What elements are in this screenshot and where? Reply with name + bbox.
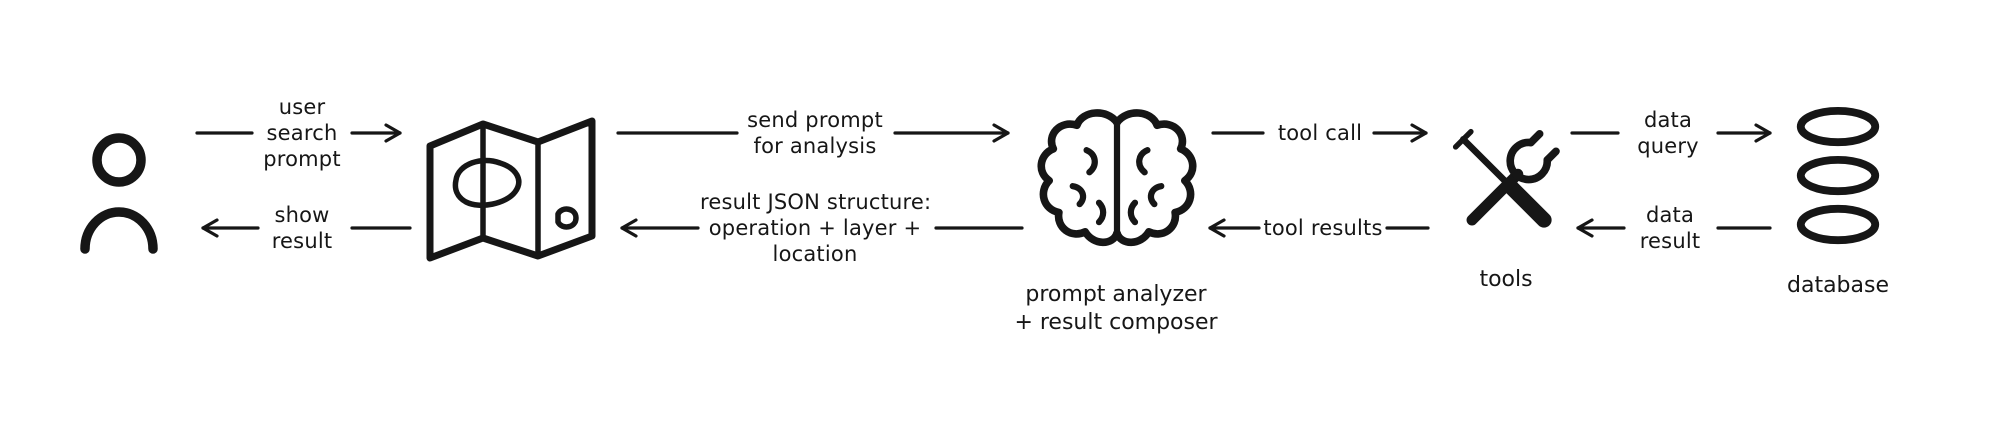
edge-label-line: data — [1645, 203, 1695, 227]
edge-label-line: for analysis — [753, 134, 877, 158]
edge-label-line: tool call — [1277, 121, 1363, 145]
edge-label-line: show — [274, 203, 330, 227]
arrow-database-to-tools — [1576, 218, 1772, 238]
edge-label-line: location — [772, 242, 858, 266]
edge-label-user-to-map: user search prompt — [240, 94, 364, 172]
brain-icon — [1037, 109, 1197, 247]
edge-label-line: search — [266, 121, 338, 145]
database-caption: database — [1776, 272, 1900, 300]
edge-label-tools-to-analyzer: tool results — [1262, 215, 1384, 241]
arrow-tools-to-analyzer — [1208, 218, 1430, 238]
arrow-analyzer-to-tools — [1211, 123, 1428, 143]
edge-label-line: user — [278, 95, 326, 119]
edge-label-tools-to-database: data query — [1620, 107, 1716, 159]
analyzer-caption: prompt analyzer + result composer — [1006, 281, 1226, 337]
arrow-analyzer-to-map — [620, 218, 1024, 238]
database-caption-line: database — [1787, 273, 1889, 298]
arrow-user-to-map — [195, 123, 402, 143]
tools-caption-line: tools — [1479, 267, 1533, 292]
edge-label-analyzer-to-map: result JSON structure: operation + layer… — [700, 189, 932, 267]
analyzer-caption-line: prompt analyzer — [1025, 282, 1207, 307]
edge-label-database-to-tools: data result — [1622, 202, 1718, 254]
tools-icon — [1452, 128, 1560, 228]
edge-label-map-to-user: show result — [250, 202, 354, 254]
edge-label-line: result — [1639, 229, 1701, 253]
edge-label-analyzer-to-tools: tool call — [1266, 120, 1374, 146]
edge-label-line: prompt — [263, 147, 341, 171]
edge-label-line: send prompt — [747, 108, 883, 132]
arrow-map-to-analyzer — [616, 123, 1010, 143]
tools-caption: tools — [1446, 266, 1566, 294]
map-icon — [426, 117, 596, 262]
analyzer-caption-line: + result composer — [1014, 310, 1218, 335]
edge-label-line: tool results — [1263, 216, 1383, 240]
edge-label-line: result — [271, 229, 333, 253]
edge-label-line: operation + layer + — [708, 216, 922, 240]
edge-label-line: data — [1643, 108, 1693, 132]
edge-label-line: query — [1637, 134, 1699, 158]
edge-label-line: result JSON structure: — [700, 190, 932, 214]
person-icon — [80, 133, 158, 254]
edge-label-map-to-analyzer: send prompt for analysis — [738, 107, 892, 159]
arrow-tools-to-database — [1570, 123, 1772, 143]
arrow-map-to-user — [201, 218, 412, 238]
database-icon — [1796, 106, 1880, 245]
